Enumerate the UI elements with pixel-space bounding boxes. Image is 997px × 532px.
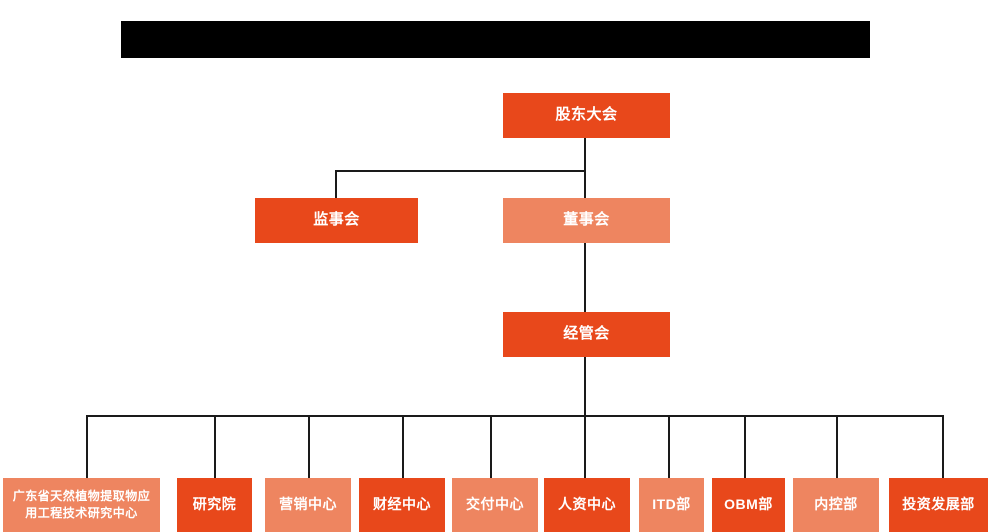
- node-internal-control-dept[interactable]: 内控部: [793, 478, 879, 532]
- connector-drop-delivery-center: [490, 415, 492, 478]
- connector-drop-internal-control-dept: [836, 415, 838, 478]
- node-research-center[interactable]: 广东省天然植物提取物应 用工程技术研究中心: [3, 478, 160, 532]
- node-directors[interactable]: 董事会: [503, 198, 670, 243]
- node-supervisors[interactable]: 监事会: [255, 198, 418, 243]
- node-investment-dev-dept[interactable]: 投资发展部: [889, 478, 988, 532]
- node-research-center-line2: 用工程技术研究中心: [25, 506, 138, 520]
- node-marketing-center[interactable]: 营销中心: [265, 478, 351, 532]
- node-finance-center[interactable]: 财经中心: [359, 478, 445, 532]
- connector-supervisors-down: [335, 170, 337, 199]
- connector-level2-bus: [335, 170, 586, 172]
- node-research-center-line1: 广东省天然植物提取物应: [12, 489, 151, 504]
- connector-drop-hr-center: [584, 415, 586, 478]
- node-management[interactable]: 经管会: [503, 312, 670, 357]
- connector-drop-research-center: [86, 415, 88, 478]
- connector-drop-marketing-center: [308, 415, 310, 478]
- connector-shareholders-down: [584, 138, 586, 171]
- connector-directors-down: [584, 170, 586, 199]
- connector-management-down: [584, 357, 586, 416]
- connector-drop-investment-dev-dept: [942, 415, 944, 478]
- node-delivery-center[interactable]: 交付中心: [452, 478, 538, 532]
- connector-level4-bus: [86, 415, 944, 417]
- node-obm-dept[interactable]: OBM部: [712, 478, 785, 532]
- node-itd-dept[interactable]: ITD部: [639, 478, 704, 532]
- connector-drop-research-institute: [214, 415, 216, 478]
- node-shareholders[interactable]: 股东大会: [503, 93, 670, 138]
- connector-directors-to-management: [584, 243, 586, 313]
- node-hr-center[interactable]: 人资中心: [544, 478, 630, 532]
- node-research-institute[interactable]: 研究院: [177, 478, 252, 532]
- connector-drop-finance-center: [402, 415, 404, 478]
- connector-drop-obm-dept: [744, 415, 746, 478]
- connector-drop-itd-dept: [668, 415, 670, 478]
- redacted-title-bar: [121, 21, 870, 58]
